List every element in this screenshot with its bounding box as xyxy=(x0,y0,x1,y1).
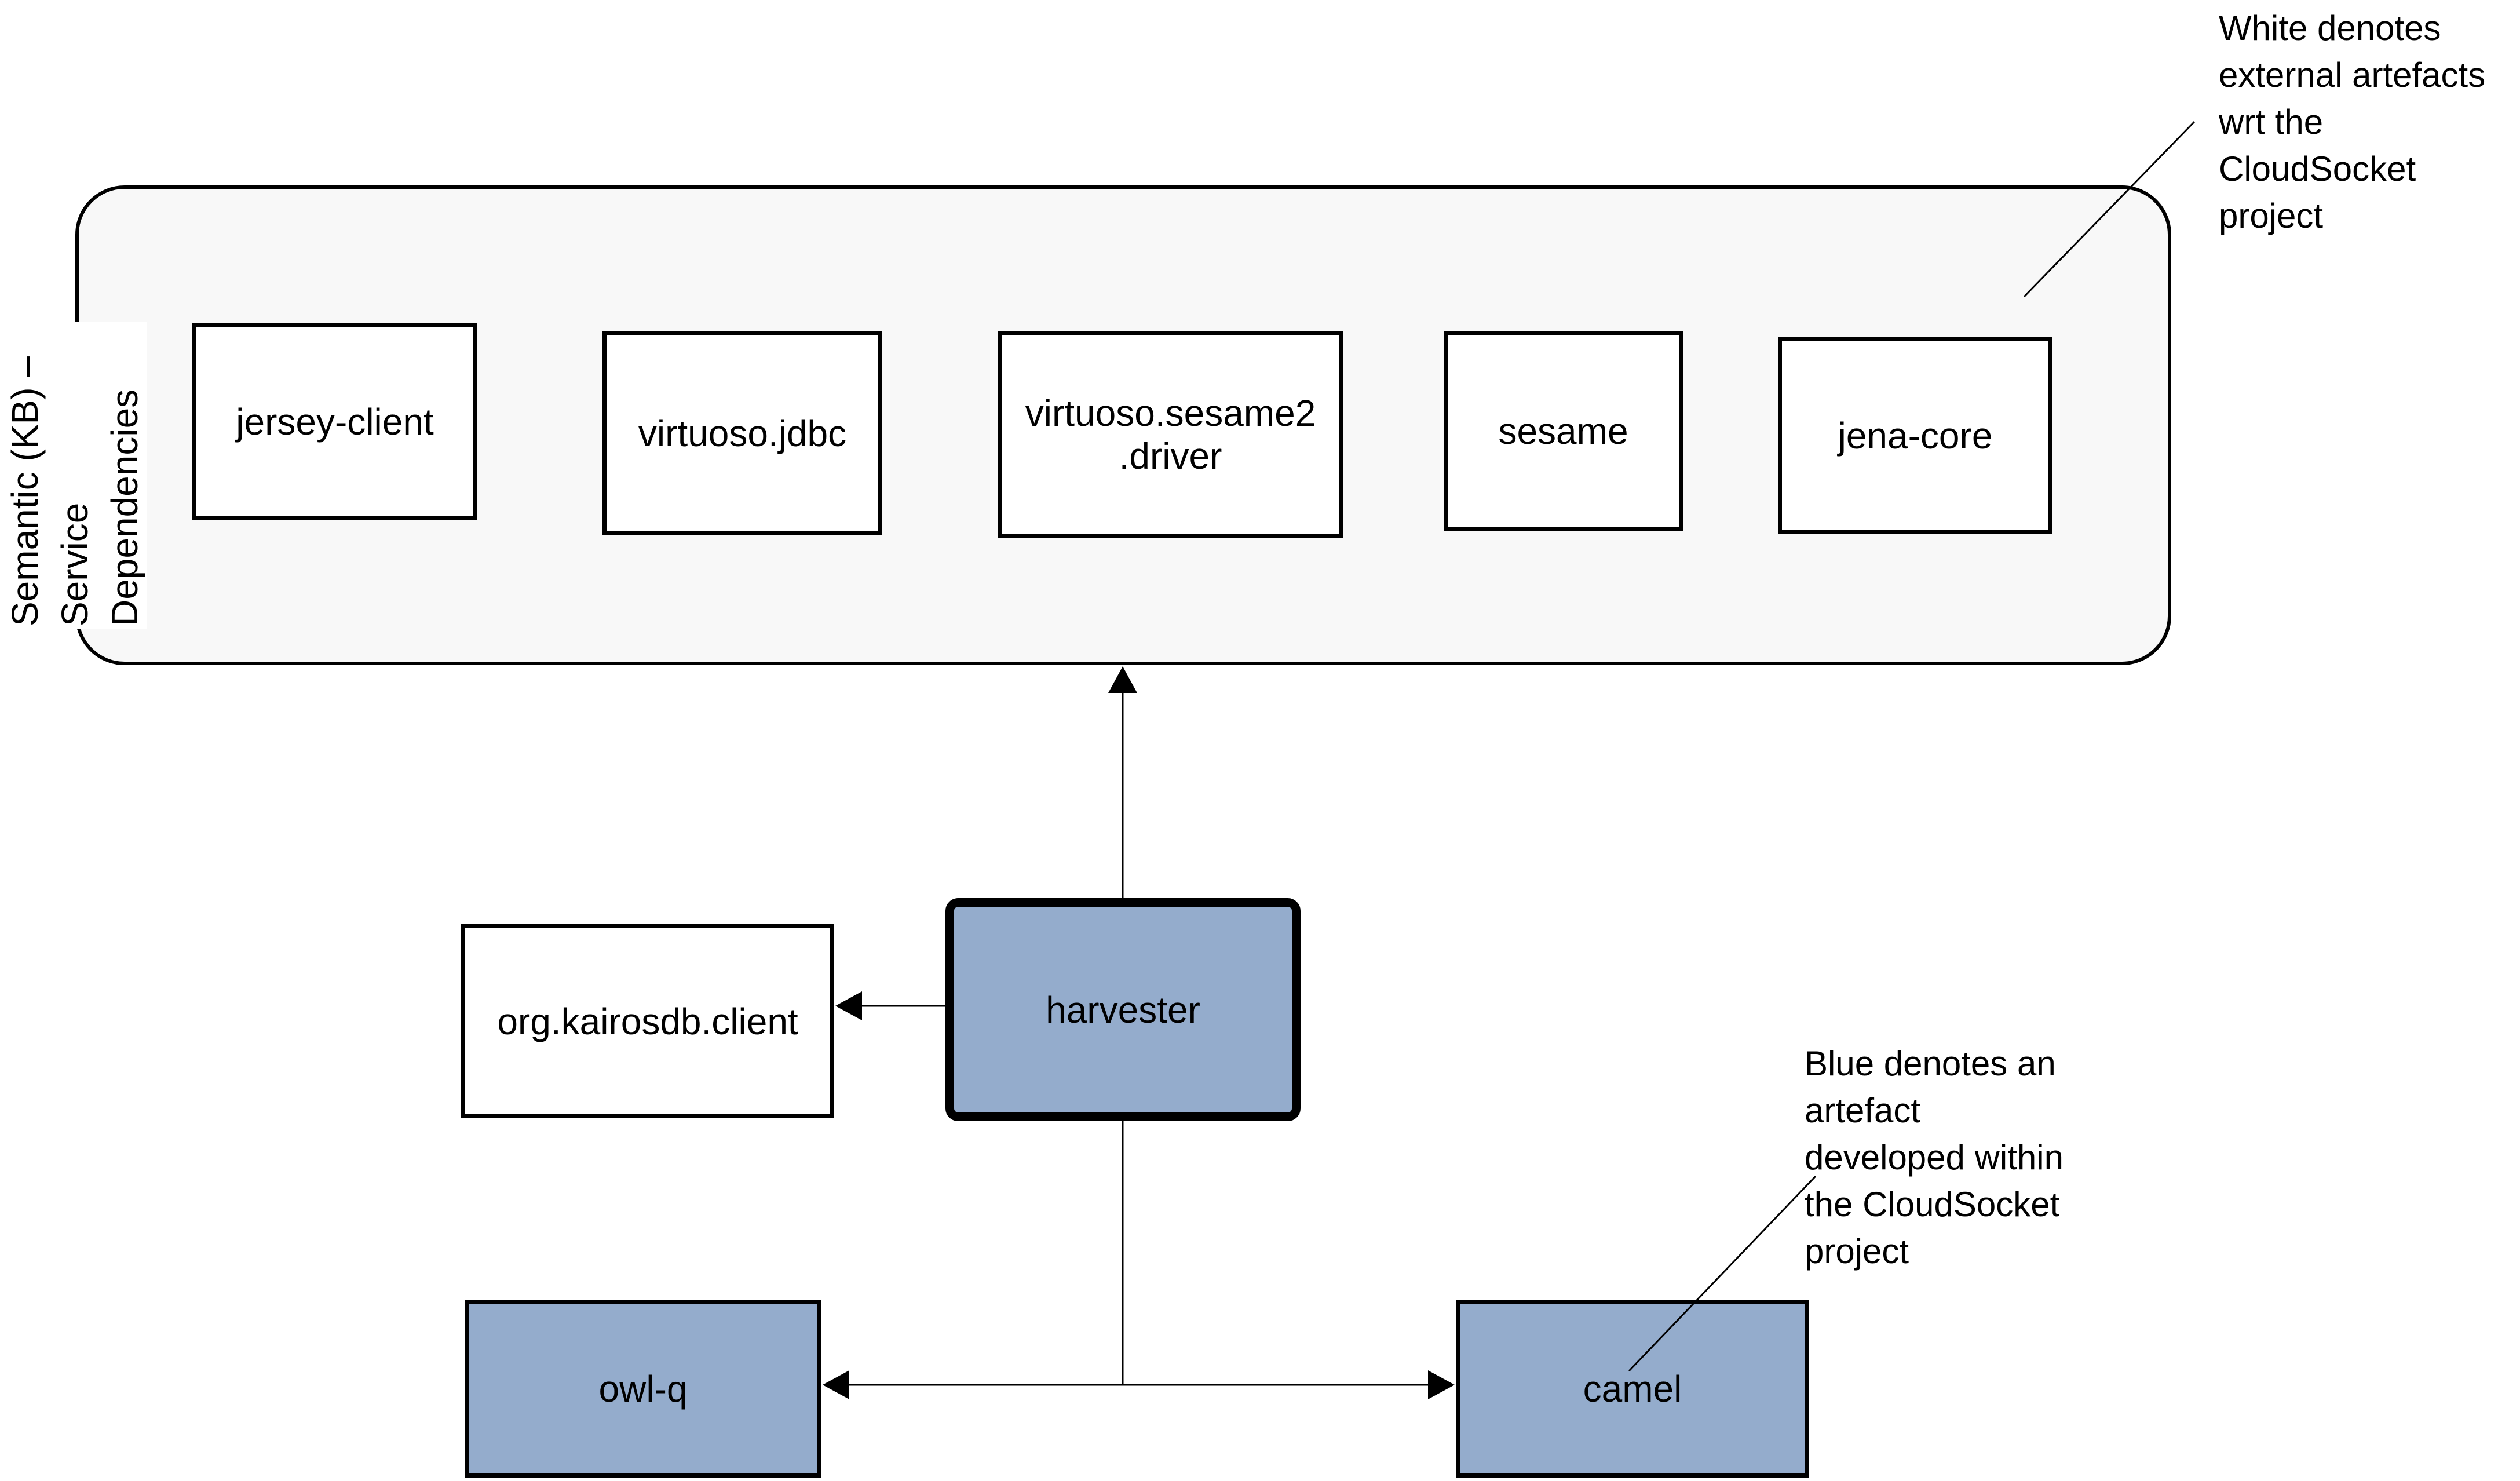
node-camel: camel xyxy=(1456,1300,1809,1478)
node-harvester: harvester xyxy=(945,898,1301,1121)
node-jena-core: jena-core xyxy=(1778,337,2052,534)
arrow-harvester-to-kb-head xyxy=(1108,666,1137,693)
node-virtuoso-jdbc: virtuoso.jdbc xyxy=(602,331,882,535)
blue-note-pointer-line xyxy=(1628,1175,1817,1372)
node-sesame: sesame xyxy=(1444,331,1683,531)
node-jersey-client: jersey-client xyxy=(192,323,477,520)
node-virtuoso-sesame2-driver: virtuoso.sesame2 .driver xyxy=(998,331,1343,538)
node-owl-q: owl-q xyxy=(465,1300,821,1478)
node-label: org.kairosdb.client xyxy=(497,1000,798,1042)
node-label: owl-q xyxy=(598,1367,688,1410)
node-label: harvester xyxy=(1046,988,1200,1031)
arrow-harvester-to-kairosdb-head xyxy=(835,991,862,1020)
node-label: sesame xyxy=(1498,410,1628,452)
node-label: jersey-client xyxy=(236,401,434,443)
node-label: camel xyxy=(1583,1367,1682,1410)
node-label: virtuoso.jdbc xyxy=(638,413,847,454)
node-label: jena-core xyxy=(1838,414,1993,457)
arrow-to-camel-head xyxy=(1428,1370,1455,1399)
white-artefacts-note: White denotes external artefacts wrt the… xyxy=(2219,9,2486,235)
node-org-kairosdb-client: org.kairosdb.client xyxy=(461,924,834,1118)
arrow-to-owlq-head xyxy=(823,1370,849,1399)
white-note-pointer-line xyxy=(2023,121,2196,298)
blue-artefacts-note: Blue denotes an artefact developed withi… xyxy=(1805,1044,2064,1271)
node-label: virtuoso.sesame2 .driver xyxy=(1025,392,1316,477)
